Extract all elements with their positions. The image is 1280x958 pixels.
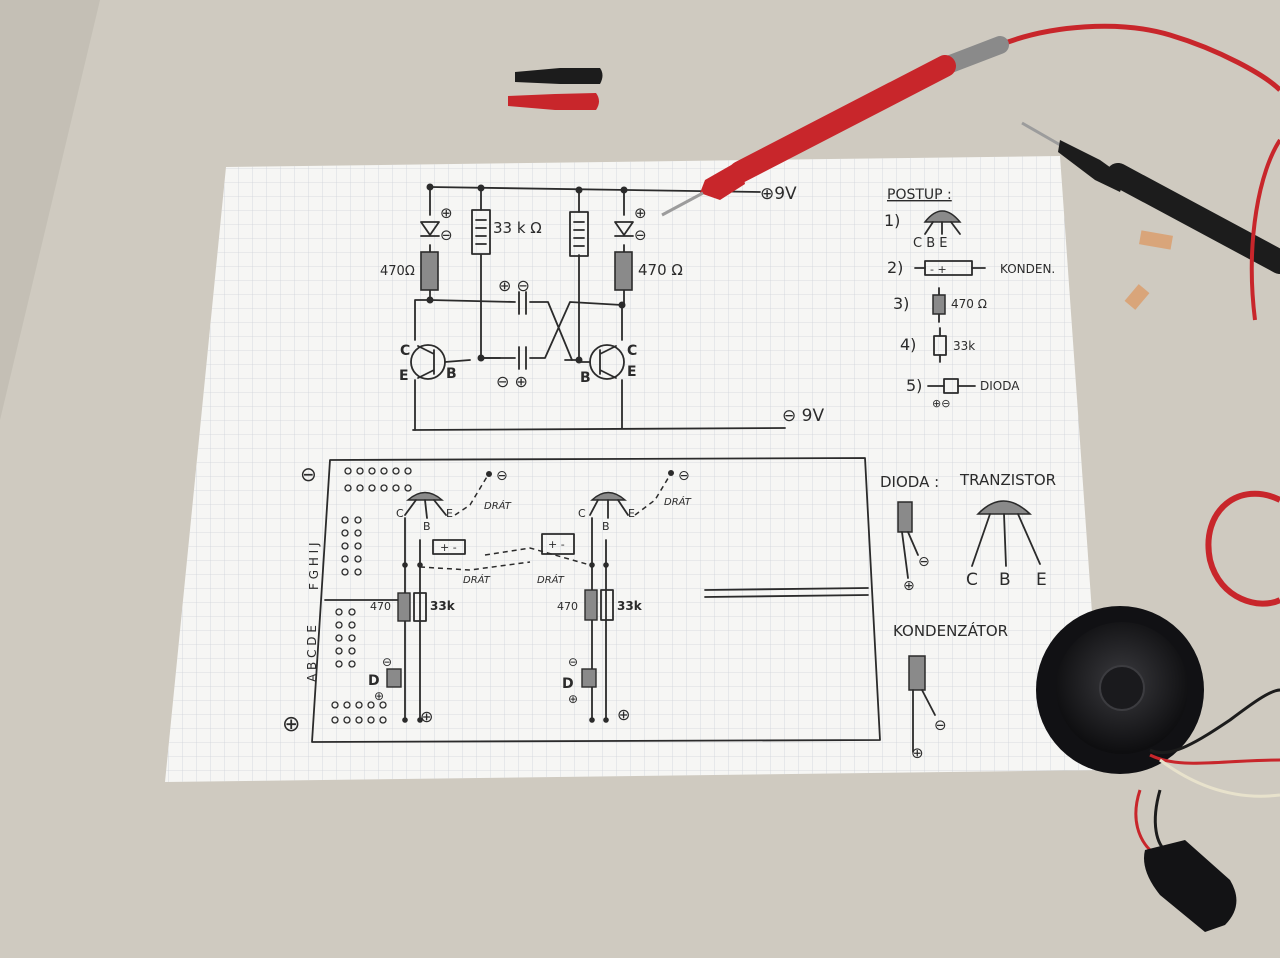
led-right-plus: ⊕ [634,204,647,222]
step-5-polarity: ⊕⊖ [932,397,950,410]
speaker [1036,606,1280,798]
bb1-r470: 470 [370,600,391,613]
plus-rail-symbol: ⊕ [282,712,300,737]
led-left-plus: ⊕ [440,204,453,222]
step-2-label: KONDEN. [1000,262,1055,276]
led-left-minus: ⊖ [440,226,453,244]
red-multimeter-probe [661,23,1280,217]
bb1-r33k: 33k [430,599,456,613]
bb1-pin-c: C [396,507,404,520]
minus-9v-label: ⊖ 9V [782,406,824,426]
tranzistor-pin-b: B [999,570,1011,590]
kondenzator-heading: KONDENZÁTOR [893,621,1008,640]
t2-base-label: B [580,370,591,386]
step-3-number: 3) [893,294,909,313]
led-right-minus: ⊖ [634,226,647,244]
kondenzator-plus: ⊕ [911,744,924,762]
row-labels-upper: F G H I J [307,542,321,590]
dioda-heading: DIODA : [880,473,939,491]
step-2-number: 2) [887,258,903,277]
bb2-r470: 470 [557,600,578,613]
step-4-number: 4) [900,335,916,354]
mid-wire-label-2: DRÁT [537,573,565,586]
resistor-470-right-label: 470 Ω [638,261,683,279]
minus-rail-symbol: ⊖ [300,462,317,486]
bb2-pin-c: C [578,507,586,520]
bb2-pin-b: B [602,520,610,533]
bb2-minus: ⊖ [678,468,690,484]
bb2-r33k: 33k [617,599,643,613]
t1-emitter-label: E [399,368,409,384]
postup-title: POSTUP : [887,187,952,203]
dioda-plus: ⊕ [903,578,915,594]
step-3-label: 470 Ω [951,297,987,311]
dioda-minus: ⊖ [918,554,930,570]
kondenzator-minus: ⊖ [934,716,947,734]
bb1-pin-b: B [423,520,431,533]
resistor-33k-label: 33 k Ω [493,219,542,237]
bb1-pin-e: E [446,507,453,520]
resistor-470-left-label: 470Ω [380,264,415,279]
step-1-label: C B E [913,236,947,251]
bb1-diode-plus: ⊕ [374,689,384,703]
probe-caps [508,68,603,110]
tranzistor-pin-c: C [966,570,978,590]
t1-collector-label: C [400,343,410,359]
step-1-number: 1) [884,211,900,230]
bb2-wire-label: DRÁT [664,495,692,508]
black-multimeter-probe [1021,121,1280,321]
step-4-label: 33k [953,339,975,353]
tranzistor-pin-e: E [1036,570,1047,590]
battery-snap [1134,789,1237,932]
bb1-cap-marks: + - [440,541,457,554]
breadboard-sketch: ⊖ ⊕ F G H I J A B C D E C B E ⊖ DRÁT + -… [282,457,881,743]
bb2-diode-label: D [562,676,574,692]
bb1-minus: ⊖ [496,468,508,484]
postup-list: POSTUP : 1) C B E 2) - + KONDEN. 3) 470 … [884,187,1055,410]
bb2-cap-marks: + - [548,538,565,551]
row-labels-lower: A B C D E [305,625,319,682]
step-2-polarity: - + [930,263,947,276]
paper-sheet [165,156,1103,782]
t2-emitter-label: E [627,364,637,380]
schematic: ⊕9V ⊖ 9V 33 k Ω 470Ω 470 Ω ⊕ ⊖ ⊖ ⊕ ⊕ ⊖ ⊕… [380,183,824,431]
bb1-diode-minus: ⊖ [382,655,392,669]
plus-9v-label: ⊕9V [760,184,797,204]
component-legend: DIODA : TRANZISTOR ⊖ ⊕ C B E KONDENZÁTOR… [880,471,1056,762]
t2-collector-label: C [627,343,637,359]
bb2-plus: ⊕ [617,705,630,724]
bb1-diode-label: D [368,673,380,689]
bb2-diode-plus: ⊕ [568,692,578,706]
bb2-pin-e: E [628,507,635,520]
mid-wire-label-1: DRÁT [463,573,491,586]
t1-base-label: B [446,366,457,382]
bb1-plus: ⊕ [420,707,433,726]
cap-bottom-polarity: ⊖ ⊕ [496,372,528,391]
bb2-diode-minus: ⊖ [568,655,578,669]
step-5-label: DIODA [980,379,1020,393]
tranzistor-heading: TRANZISTOR [959,471,1056,489]
step-5-number: 5) [906,376,922,395]
cap-top-polarity: ⊕ ⊖ [498,276,530,295]
bb1-wire-label: DRÁT [484,499,512,512]
